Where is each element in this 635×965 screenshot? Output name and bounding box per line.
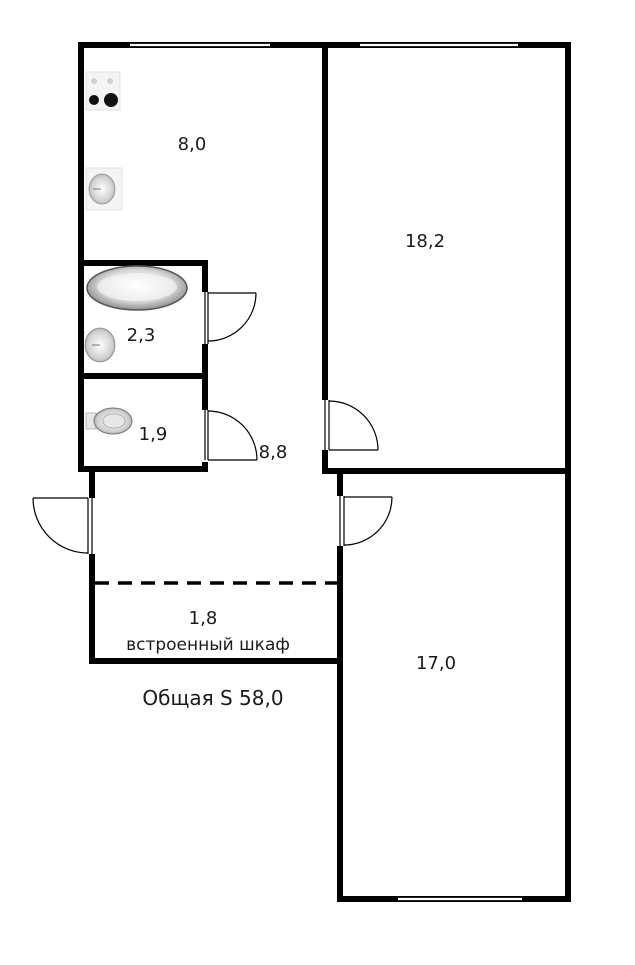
toilet-icon	[85, 407, 133, 435]
windows	[130, 43, 522, 901]
label-bathroom: 2,3	[127, 325, 156, 346]
wall-bath-top	[78, 260, 208, 266]
kitchen-sink-icon	[85, 167, 123, 211]
wall-right-upper	[565, 42, 571, 476]
label-closet-area: 1,8	[189, 608, 218, 629]
wall-room-divider	[322, 42, 328, 474]
wall-right-lower	[565, 470, 571, 902]
door-room-lower	[336, 496, 393, 546]
wall-closet-bottom	[89, 658, 343, 664]
door-bathroom	[201, 292, 257, 344]
wall-bath-wc	[78, 373, 208, 379]
label-hall: 8,8	[259, 442, 288, 463]
door-room-large	[321, 400, 379, 451]
wall-lower-room-left	[337, 472, 343, 902]
wall-wc-bottom	[78, 466, 208, 472]
bathtub-icon	[86, 265, 188, 311]
wall-hall-left	[89, 472, 95, 664]
bathroom-sink-icon	[84, 327, 116, 363]
interior-walls	[78, 42, 571, 585]
door-toilet	[201, 410, 258, 462]
wall-bath-right	[202, 260, 208, 472]
wall-rooms-separator	[322, 468, 571, 474]
label-closet: встроенный шкаф	[126, 635, 290, 655]
label-kitchen: 8,0	[178, 134, 207, 155]
label-room-large: 18,2	[405, 231, 445, 252]
wall-left-upper	[78, 42, 84, 472]
door-entrance	[32, 497, 96, 554]
stove-icon	[85, 71, 121, 111]
label-toilet: 1,9	[139, 424, 168, 445]
label-room-lower: 17,0	[416, 653, 456, 674]
total-area: Общая S 58,0	[142, 686, 283, 710]
